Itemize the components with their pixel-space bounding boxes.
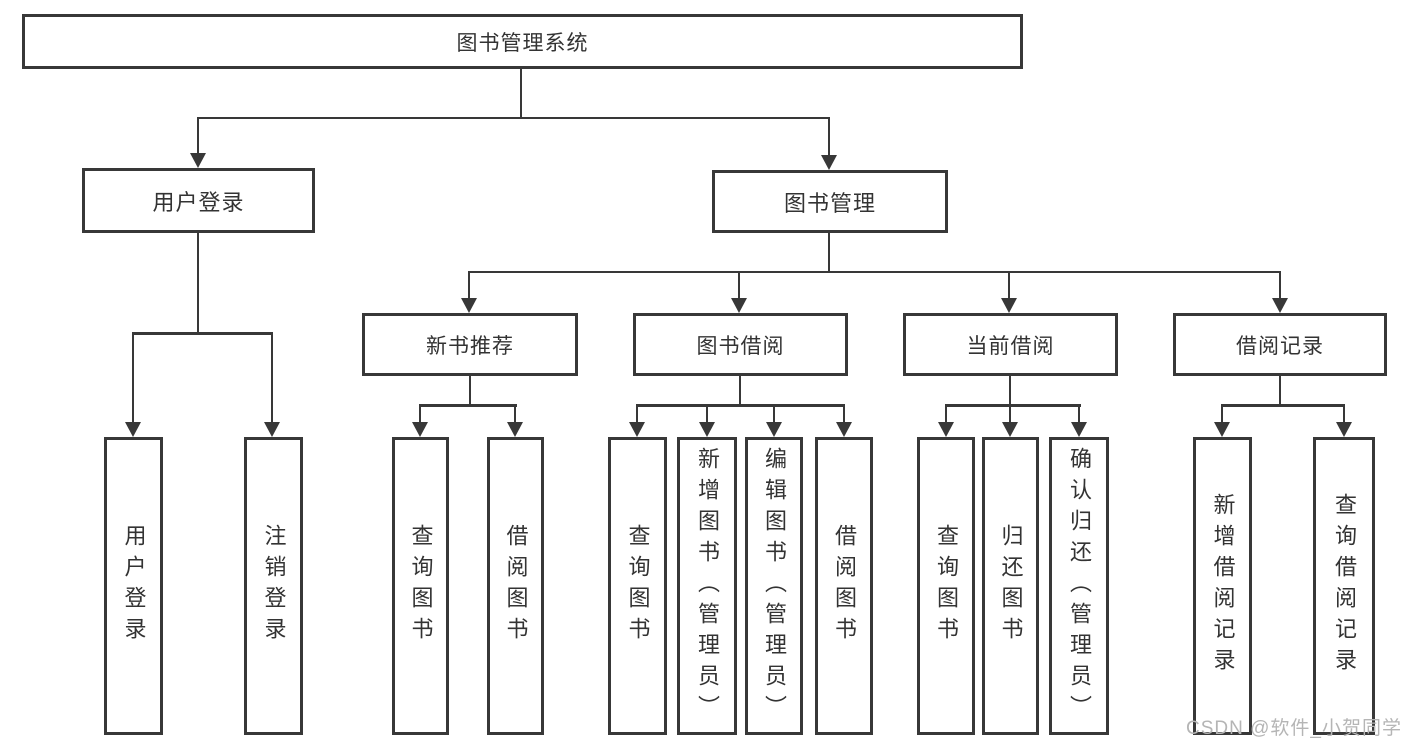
arrow-down-icon [699,422,715,437]
connector-line [197,233,199,334]
connector-line [738,271,740,299]
arrow-down-icon [1001,298,1017,313]
connector-line [1221,404,1345,407]
arrow-down-icon [190,153,206,168]
leaf-add-borrow-record: 新增借阅记录 [1193,437,1252,735]
leaf-return-books: 归还图书 [982,437,1039,735]
leaf-confirm-return-admin: 确认归还（管理员） [1049,437,1109,735]
connector-line [945,406,947,424]
leaf-label: 借阅图书 [832,524,857,648]
leaf-label: 用户登录 [121,524,147,648]
arrow-down-icon [766,422,782,437]
arrow-down-icon [507,422,523,437]
arrow-down-icon [1336,422,1352,437]
node-user-login: 用户登录 [82,168,315,233]
leaf-add-books-admin: 新增图书（管理员） [677,437,737,735]
leaf-user-login: 用户登录 [104,437,163,735]
leaf-label: 编辑图书（管理员） [762,446,787,726]
csdn-watermark: CSDN @软件_小贺同学 [1186,718,1402,739]
leaf-label: 查询借阅记录 [1332,493,1357,679]
arrow-down-icon [938,422,954,437]
connector-line [636,404,845,407]
leaf-label: 查询图书 [625,524,651,648]
connector-line [469,271,1281,273]
connector-line [843,406,845,424]
leaf-label: 借阅图书 [503,524,529,648]
connector-line [469,376,471,406]
connector-line [1078,406,1080,424]
connector-line [1009,406,1011,424]
connector-line [636,406,638,424]
arrow-down-icon [264,422,280,437]
arrow-down-icon [836,422,852,437]
leaf-label: 确认归还（管理员） [1067,446,1092,726]
connector-line [197,117,199,155]
leaf-label: 归还图书 [998,524,1024,648]
connector-line [1009,376,1011,406]
leaf-label: 新增借阅记录 [1210,493,1236,679]
leaf-query-books-2: 查询图书 [608,437,667,735]
leaf-logout: 注销登录 [244,437,303,735]
connector-line [828,117,830,157]
connector-line [1279,271,1281,299]
arrow-down-icon [1272,298,1288,313]
connector-line [828,233,830,273]
leaf-label: 查询图书 [408,524,434,648]
arrow-down-icon [412,422,428,437]
leaf-query-borrow-record: 查询借阅记录 [1313,437,1375,735]
connector-line [271,334,273,424]
node-book-management: 图书管理 [712,170,948,233]
leaf-borrow-books-2: 借阅图书 [815,437,873,735]
arrow-down-icon [821,155,837,170]
arrow-down-icon [1071,422,1087,437]
leaf-edit-books-admin: 编辑图书（管理员） [745,437,803,735]
connector-line [419,406,421,424]
connector-line [1221,406,1223,424]
node-new-book-recommend: 新书推荐 [362,313,578,376]
connector-line [132,334,134,424]
leaf-label: 新增图书（管理员） [695,446,720,726]
connector-line [468,271,470,299]
leaf-borrow-books-1: 借阅图书 [487,437,544,735]
connector-line [1343,406,1345,424]
node-current-borrow: 当前借阅 [903,313,1118,376]
node-root: 图书管理系统 [22,14,1023,69]
leaf-query-books-3: 查询图书 [917,437,975,735]
arrow-down-icon [1214,422,1230,437]
connector-line [706,406,708,424]
connector-line [773,406,775,424]
node-book-borrow: 图书借阅 [633,313,848,376]
connector-line [1279,376,1281,406]
connector-line [520,69,522,118]
arrow-down-icon [731,298,747,313]
node-borrow-records: 借阅记录 [1173,313,1387,376]
leaf-query-books-1: 查询图书 [392,437,449,735]
leaf-label: 注销登录 [261,524,287,648]
connector-line [945,404,1081,407]
arrow-down-icon [629,422,645,437]
connector-line [739,376,741,406]
connector-line [132,332,273,335]
arrow-down-icon [461,298,477,313]
connector-line [514,406,516,424]
connector-line [419,404,517,407]
connector-line [197,117,830,119]
arrow-down-icon [125,422,141,437]
leaf-label: 查询图书 [934,524,959,648]
arrow-down-icon [1002,422,1018,437]
connector-line [1008,271,1010,299]
